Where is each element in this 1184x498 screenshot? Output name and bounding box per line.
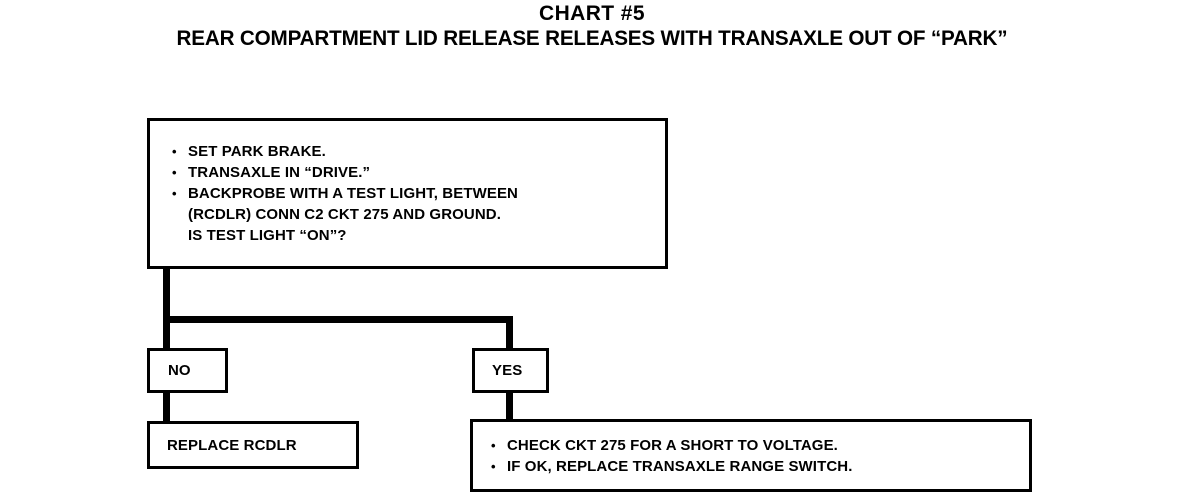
outcome-check-action-2: IF OK, REPLACE TRANSAXLE RANGE SWITCH. <box>491 456 1029 477</box>
connector-no-to-outcome <box>163 391 170 422</box>
outcome-replace-rcdlr-text: REPLACE RCDLR <box>167 436 297 454</box>
connector-yes-to-outcome <box>506 391 513 420</box>
connector-decision-trunk <box>163 269 170 319</box>
connector-branch-bar <box>163 316 513 323</box>
test-procedure-box: SET PARK BRAKE. TRANSAXLE IN “DRIVE.” BA… <box>147 118 668 269</box>
branch-label-no-text: NO <box>168 362 191 379</box>
procedure-step-1: SET PARK BRAKE. <box>172 141 665 162</box>
outcome-box-check-circuit: CHECK CKT 275 FOR A SHORT TO VOLTAGE. IF… <box>470 419 1032 492</box>
chart-header: CHART #5 REAR COMPARTMENT LID RELEASE RE… <box>0 2 1184 52</box>
branch-label-no: NO <box>147 348 228 393</box>
page-subtitle: REAR COMPARTMENT LID RELEASE RELEASES WI… <box>176 27 1008 50</box>
procedure-question: IS TEST LIGHT “ON”? <box>188 227 347 244</box>
page-title: CHART #5 <box>539 2 645 25</box>
outcome-box-replace-rcdlr: REPLACE RCDLR <box>147 421 359 469</box>
branch-label-yes: YES <box>472 348 549 393</box>
connector-yes-stub <box>506 316 513 350</box>
branch-label-yes-text: YES <box>492 362 523 379</box>
outcome-check-action-1: CHECK CKT 275 FOR A SHORT TO VOLTAGE. <box>491 435 1029 456</box>
connector-no-stub <box>163 316 170 350</box>
procedure-step-3-cont: (RCDLR) CONN C2 CKT 275 AND GROUND. <box>188 206 501 223</box>
procedure-step-2: TRANSAXLE IN “DRIVE.” <box>172 162 665 183</box>
procedure-step-3: BACKPROBE WITH A TEST LIGHT, BETWEEN <box>172 183 665 204</box>
